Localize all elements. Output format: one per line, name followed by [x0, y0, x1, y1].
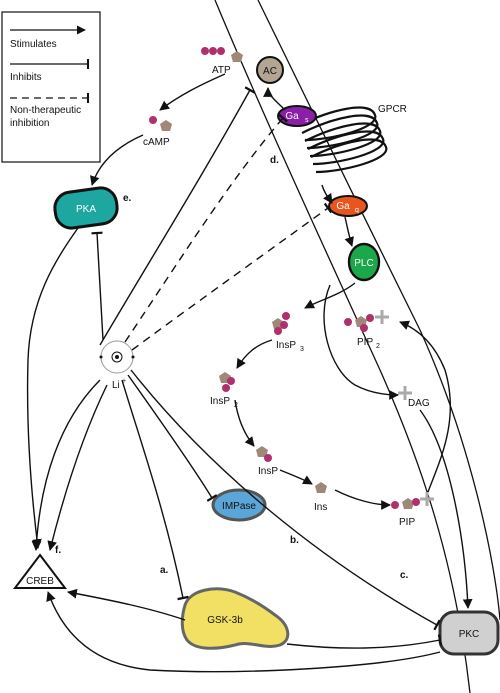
gaq-sub-label: q	[355, 207, 359, 214]
legend-inhibits-label: Inhibits	[10, 72, 42, 83]
plc-label: PLC	[354, 258, 373, 269]
insp2-molecule: InsP 2	[210, 372, 238, 409]
insp-molecule: InsP	[256, 446, 278, 477]
gpcr-label: GPCR	[378, 104, 407, 115]
insp3-label: InsP	[276, 340, 296, 351]
pip-molecule: PIP	[391, 492, 434, 528]
gaq-node: Ga q	[328, 195, 368, 217]
plc-node: PLC	[347, 242, 381, 282]
camp-label: cAMP	[143, 137, 170, 148]
pip2-sub: 2	[376, 343, 380, 350]
legend-nontherapeutic-label-1: Non-therapeutic	[10, 105, 81, 116]
legend: Stimulates Inhibits Non-therapeutic inhi…	[1, 11, 101, 163]
ins-label: Ins	[314, 502, 327, 513]
annotation-a: a.	[160, 565, 169, 576]
annotation-e: e.	[123, 193, 132, 204]
pka-label: PKA	[76, 204, 96, 215]
gas-label: Ga	[285, 111, 299, 122]
nontherapeutic-lines	[124, 113, 333, 351]
pip2-molecule: PIP 2	[344, 310, 389, 350]
annotation-c: c.	[400, 570, 409, 581]
dag-label: DAG	[408, 398, 430, 409]
lithium-label: Li	[112, 380, 120, 391]
ins-molecule: Ins	[314, 482, 327, 513]
gpcr-receptor	[299, 106, 388, 174]
ac-node: AC	[256, 56, 284, 84]
atp-molecule: ATP	[201, 47, 243, 76]
annotation-b: b.	[290, 535, 299, 546]
impase-node: IMPase	[211, 488, 267, 522]
creb-label: CREB	[26, 576, 54, 587]
insp-label: InsP	[258, 466, 278, 477]
pkc-label: PKC	[459, 629, 480, 640]
insp2-label: InsP	[210, 396, 230, 407]
gaq-label: Ga	[336, 201, 350, 212]
camp-molecule: cAMP	[143, 116, 172, 148]
creb-node: CREB	[12, 553, 68, 589]
insp3-sub: 3	[300, 346, 304, 353]
inhibition-lines	[91, 86, 443, 649]
gas-sub-label: s	[305, 117, 309, 124]
insp3-molecule: InsP 3	[272, 312, 304, 353]
annotation-f: f.	[55, 545, 61, 556]
ac-label: AC	[263, 66, 277, 77]
atp-label: ATP	[212, 65, 231, 76]
annotation-d: d.	[270, 155, 279, 166]
gsk3b-label: GSK-3b	[207, 615, 243, 626]
dag-molecule: DAG	[398, 386, 430, 409]
legend-stimulates-label: Stimulates	[10, 39, 57, 50]
cell-membrane	[214, 0, 500, 693]
pkc-node: PKC	[438, 610, 500, 656]
pka-node: PKA	[53, 186, 119, 230]
pip-label: PIP	[399, 517, 415, 528]
lithium-sup-label: +	[122, 378, 126, 385]
gsk3b-node: GSK-3b	[180, 587, 290, 650]
impase-label: IMPase	[222, 501, 256, 512]
legend-nontherapeutic-label-2: inhibition	[10, 118, 49, 129]
pip2-label: PIP	[357, 337, 373, 348]
lithium-node: Li +	[99, 340, 135, 391]
stimulation-arrows	[26, 73, 473, 673]
